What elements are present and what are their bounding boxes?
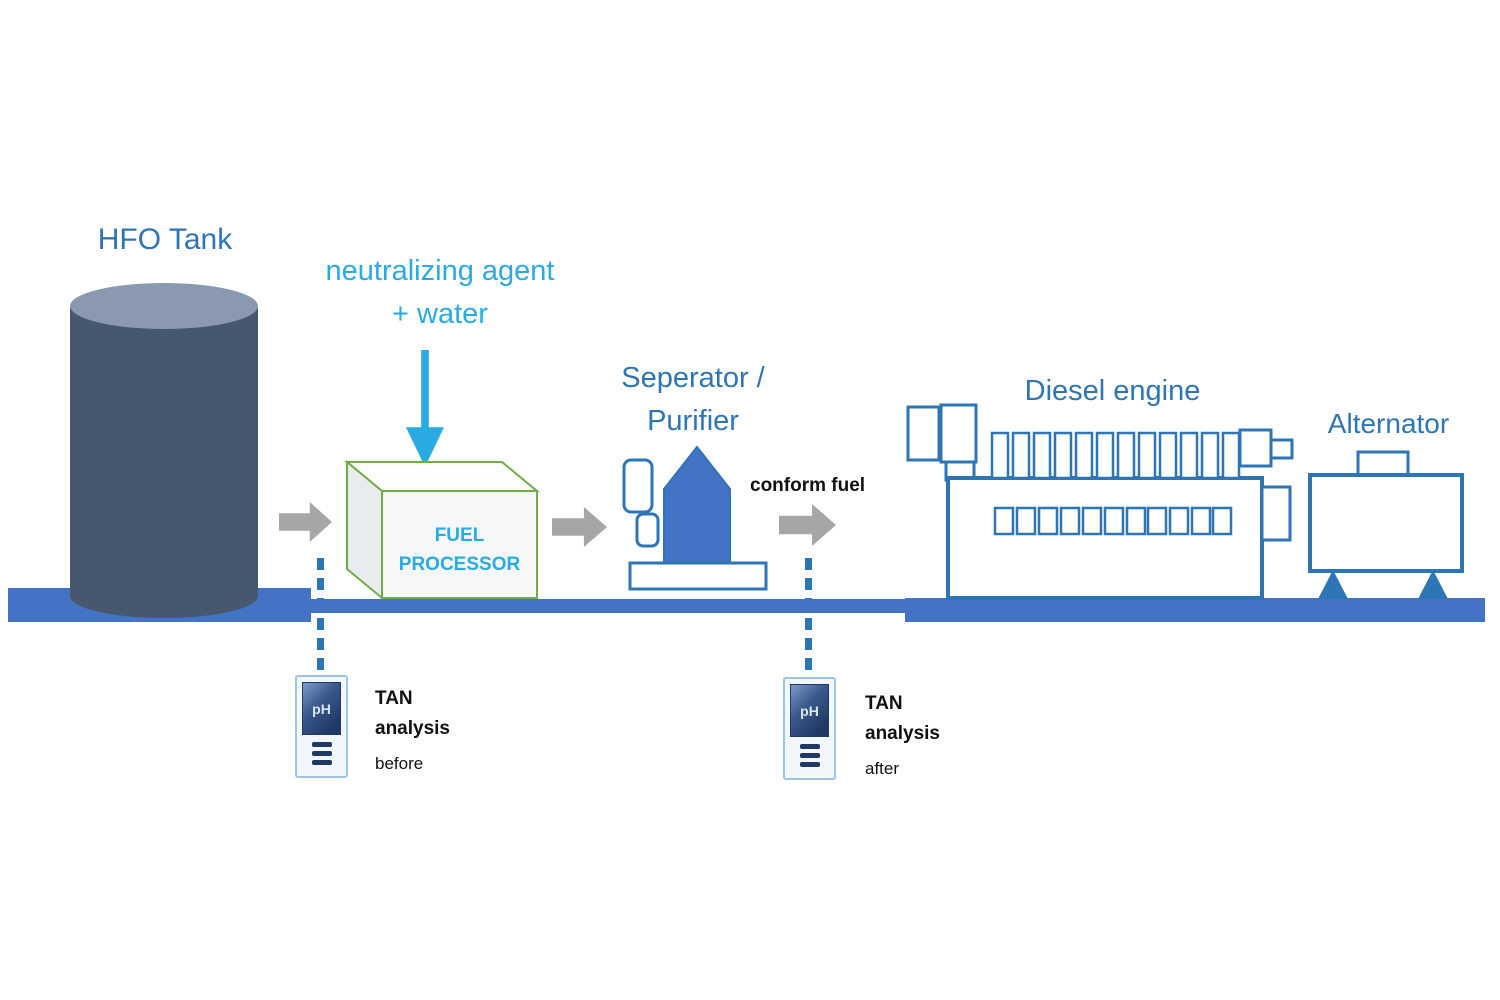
ph-meter-buttons — [297, 742, 346, 765]
fuel-pipe-right — [905, 598, 1485, 622]
ph-screen-label: pH — [312, 700, 331, 717]
tan-before-line3: before — [375, 754, 424, 773]
conform-fuel-label: conform fuel — [750, 475, 866, 496]
separator-purifier-label: Seperator / Purifier — [598, 357, 788, 443]
hfo-tank-body — [70, 306, 258, 618]
ph-screen-label: pH — [800, 702, 819, 719]
separator-line2: Purifier — [647, 405, 739, 437]
neutralizing-agent-label: neutralizing agent + water — [295, 250, 585, 336]
flow-arrow-processor-to-separator — [552, 507, 607, 547]
fuel-processor-label: FUEL PROCESSOR — [382, 521, 537, 579]
alternator-shape — [1308, 450, 1464, 599]
neutralizing-agent-down-arrow — [406, 350, 444, 467]
ph-meter-after: pH — [783, 677, 836, 780]
tan-after-line2: analysis — [865, 723, 940, 744]
flow-arrow-separator-to-engine — [779, 504, 836, 546]
diesel-engine-shape — [906, 403, 1294, 600]
neutralizing-agent-line2: + water — [392, 298, 488, 330]
sample-dashed-line-before — [317, 558, 324, 676]
fuel-processor-line1: FUEL — [434, 525, 485, 546]
tan-after-line1: TAN — [865, 693, 903, 714]
ph-meter-screen: pH — [790, 684, 829, 737]
fuel-pipe-middle — [311, 599, 905, 613]
ph-meter-screen: pH — [302, 682, 341, 735]
tan-analysis-after-caption: TAN analysis after — [865, 689, 940, 784]
hfo-tank-label: HFO Tank — [97, 223, 233, 256]
neutralizing-agent-line1: neutralizing agent — [325, 255, 555, 287]
tan-after-line3: after — [865, 759, 900, 778]
fuel-processor-line2: PROCESSOR — [398, 554, 521, 575]
separator-line1: Seperator / — [621, 362, 765, 394]
diesel-engine-label: Diesel engine — [1024, 375, 1201, 407]
separator-purifier-shape — [622, 445, 768, 591]
hfo-tank-top — [70, 283, 258, 329]
sample-dashed-line-after — [805, 558, 812, 678]
tan-analysis-before-caption: TAN analysis before — [375, 684, 450, 779]
tan-before-line2: analysis — [375, 718, 450, 739]
flow-arrow-tank-to-processor — [279, 502, 332, 542]
ph-meter-buttons — [785, 744, 834, 767]
tan-before-line1: TAN — [375, 688, 413, 709]
ph-meter-before: pH — [295, 675, 348, 778]
alternator-label: Alternator — [1327, 408, 1450, 439]
